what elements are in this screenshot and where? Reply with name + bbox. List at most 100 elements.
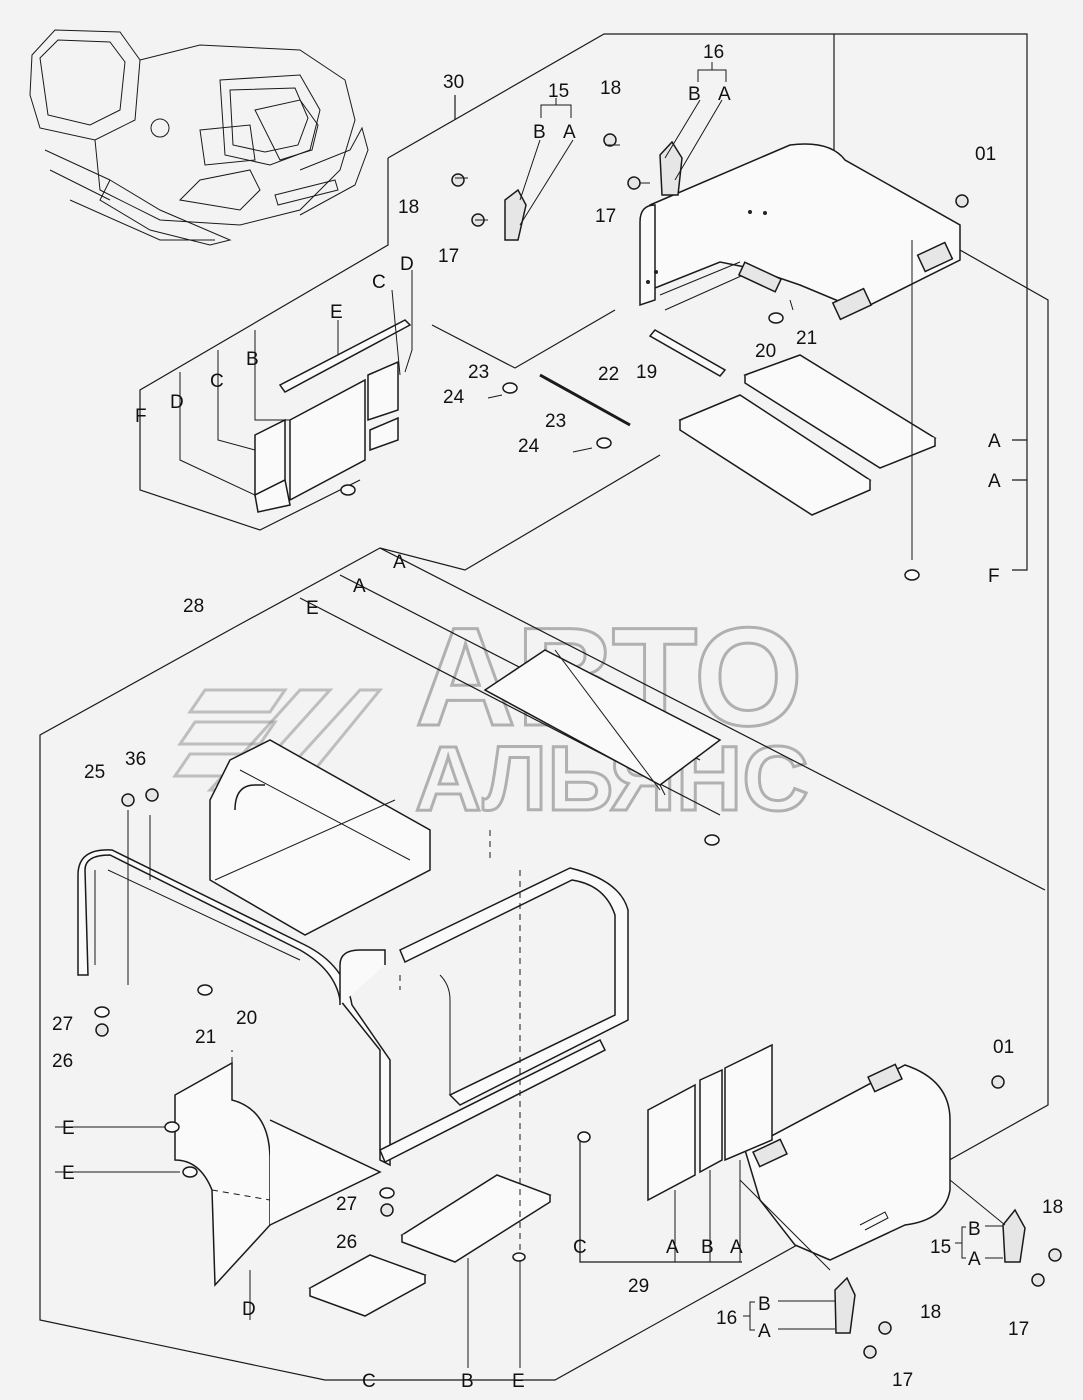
bolt-icon [145,788,159,802]
ref-letter: C [573,1237,587,1258]
top-rail-frame [209,739,431,936]
ref-letter: A [968,1249,981,1270]
bolt-icon [380,1203,394,1217]
washer-icon [164,1121,180,1133]
ref-letter: A [988,431,1001,452]
callout-17: 17 [1008,1319,1029,1340]
washer-icon [340,484,356,496]
callout-28: 28 [183,596,204,617]
callout-01: 01 [993,1037,1014,1058]
callout-21: 21 [195,1027,216,1048]
ref-letter: B [701,1237,714,1258]
latch-16-b [834,1276,856,1334]
ref-letter: B [533,122,546,143]
callout-16: 16 [716,1308,737,1329]
ref-letter: C [362,1371,376,1392]
ref-letter: A [758,1321,771,1342]
callout-23: 23 [468,362,489,383]
watermark-logo: АВТО АЛЬЯНС [172,597,810,832]
hinge-icon [916,241,954,273]
latch-16 [659,140,683,196]
ref-letter: A [730,1237,743,1258]
callout-23: 23 [545,411,566,432]
bolt-icon [121,793,135,807]
callout-15: 15 [548,81,569,102]
washer-icon [904,569,920,581]
cover-panel [649,143,961,311]
ref-letter: E [62,1163,75,1184]
latch-15-b [1002,1208,1026,1263]
ref-letter: A [563,122,576,143]
washer-icon [94,1006,110,1018]
arch-frame-left [77,849,391,1167]
ref-letter: B [246,349,259,370]
callout-30: 30 [443,72,464,93]
washer-icon [768,312,784,324]
callout-20: 20 [755,341,776,362]
callout-15: 15 [930,1237,951,1258]
bolt-icon [955,194,969,208]
callout-18: 18 [398,197,419,218]
callout-26: 26 [52,1051,73,1072]
ref-letter: E [330,302,343,323]
hinge-icon [752,1138,788,1168]
callout-labels: 30 15 16 18 18 17 17 01 23 24 22 19 23 2… [52,42,1063,1391]
washer-icon [379,1187,395,1199]
brackets [540,62,966,1331]
pin-22 [539,373,631,427]
ref-letter: E [306,598,319,619]
callout-36: 36 [125,749,146,770]
frame-assembly-28 [55,649,722,1368]
callout-01: 01 [975,144,996,165]
rod-19 [648,329,727,377]
ref-letter: D [242,1299,256,1320]
tray-panel [483,649,722,786]
callout-17: 17 [892,1370,913,1391]
ref-letter: B [968,1219,981,1240]
cover-assembly-30 [179,99,969,581]
bolt-icon [1048,1248,1062,1262]
callout-22: 22 [598,364,619,385]
washer-icon [502,382,518,394]
pad-b [289,378,366,502]
washer-icon [704,834,720,846]
washer-icon [577,1131,591,1143]
ref-letter: B [688,84,701,105]
arch-frame-right [399,867,629,1106]
callout-20: 20 [236,1008,257,1029]
callout-27: 27 [336,1194,357,1215]
ref-letter: D [170,392,184,413]
cover-panel-29 [744,1064,951,1261]
callout-17: 17 [438,246,459,267]
washer-icon [512,1252,526,1262]
callout-29: 29 [628,1276,649,1297]
bolt-icon [95,1023,109,1037]
washer-icon [197,984,213,996]
callout-19: 19 [636,362,657,383]
bolt-icon [863,1345,877,1359]
hinge-icon [867,1063,903,1093]
ref-letter: C [210,371,224,392]
callout-24: 24 [518,436,540,457]
bolt-icon [991,1075,1005,1089]
ref-letter: A [718,84,731,105]
bolt-icon [603,133,617,147]
callout-27: 27 [52,1014,73,1035]
callout-25: 25 [84,762,105,783]
excavator-overview-icon [29,29,369,246]
hinge-icon [831,287,873,321]
ref-letter: F [135,406,147,427]
ref-letter: E [512,1371,525,1392]
ref-letter: A [666,1237,679,1258]
callout-18: 18 [1042,1197,1063,1218]
bolt-icon [451,173,465,187]
ref-letter: A [393,552,406,573]
pad-29-a [647,1083,696,1202]
callout-18: 18 [600,78,621,99]
ref-letter: B [758,1294,771,1315]
ref-letter: B [461,1371,474,1392]
washer-icon [596,437,612,449]
bolt-icon [627,176,641,190]
latch-15 [504,188,527,241]
